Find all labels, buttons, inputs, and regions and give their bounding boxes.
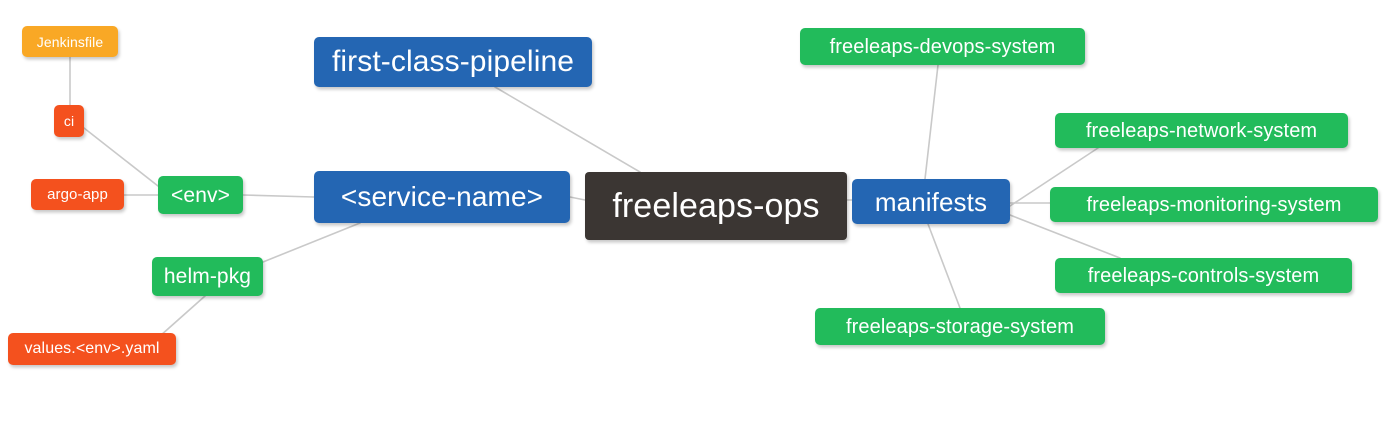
edge-service-name-to-freeleaps-ops [569,196,586,201]
node-label-freeleaps-devops-system: freeleaps-devops-system [829,35,1056,58]
node-first-class-pipeline[interactable]: first-class-pipeline [314,37,592,87]
edge-manifests-to-freeleaps-storage-system [927,223,961,309]
edge-helm-pkg-to-service-name [262,222,361,263]
node-label-service-name: <service-name> [340,181,544,212]
edge-ci-to-env [83,127,159,187]
edge-env-to-service-name [242,194,315,198]
edge-first-class-pipeline-to-freeleaps-ops [494,86,641,173]
node-service-name[interactable]: <service-name> [314,171,570,223]
node-env[interactable]: <env> [158,176,243,214]
node-ci[interactable]: ci [54,105,84,137]
node-manifests[interactable]: manifests [852,179,1010,224]
node-label-helm-pkg: helm-pkg [163,265,252,288]
node-freeleaps-storage-system[interactable]: freeleaps-storage-system [815,308,1105,345]
node-label-argo-app: argo-app [47,186,108,203]
node-freeleaps-controls-system[interactable]: freeleaps-controls-system [1055,258,1352,293]
node-label-freeleaps-network-system: freeleaps-network-system [1085,119,1318,142]
node-helm-pkg[interactable]: helm-pkg [152,257,263,296]
node-freeleaps-ops[interactable]: freeleaps-ops [585,172,847,240]
node-label-jenkinsfile: Jenkinsfile [36,33,104,50]
node-freeleaps-devops-system[interactable]: freeleaps-devops-system [800,28,1085,65]
node-label-freeleaps-ops: freeleaps-ops [612,187,820,225]
node-label-freeleaps-monitoring-system: freeleaps-monitoring-system [1086,193,1342,216]
node-label-ci: ci [63,113,75,129]
node-label-freeleaps-controls-system: freeleaps-controls-system [1087,264,1320,287]
node-freeleaps-monitoring-system[interactable]: freeleaps-monitoring-system [1050,187,1378,222]
edge-values-env-yaml-to-helm-pkg [159,295,206,337]
node-values-env-yaml[interactable]: values.<env>.yaml [8,333,176,365]
node-label-manifests: manifests [874,186,988,217]
node-argo-app[interactable]: argo-app [31,179,124,210]
node-label-freeleaps-storage-system: freeleaps-storage-system [845,315,1075,338]
node-label-env: <env> [171,183,230,207]
node-label-values-env-yaml: values.<env>.yaml [24,340,160,357]
node-label-first-class-pipeline: first-class-pipeline [331,45,575,78]
edge-manifests-to-freeleaps-devops-system [924,64,939,180]
node-jenkinsfile[interactable]: Jenkinsfile [22,26,118,57]
node-freeleaps-network-system[interactable]: freeleaps-network-system [1055,113,1348,148]
